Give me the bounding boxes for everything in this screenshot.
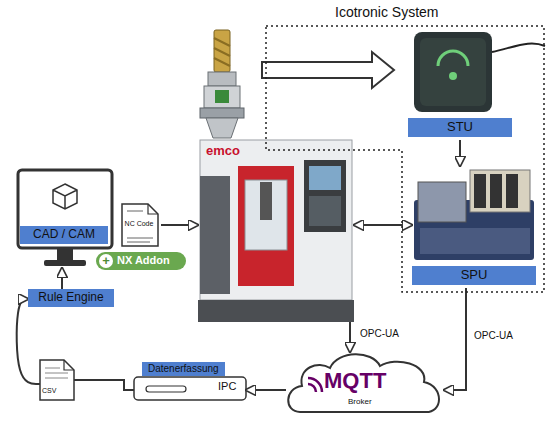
flow-arrow — [444, 288, 466, 390]
text-lines — [45, 368, 68, 378]
io-module — [470, 170, 530, 212]
drive-slot — [146, 386, 186, 392]
broker-logo: MQTT — [324, 368, 386, 393]
document-page — [40, 360, 74, 400]
terminal-block — [490, 174, 502, 208]
stu-device — [414, 32, 545, 112]
page-fold — [64, 360, 74, 370]
header-label: Datenerfassung — [142, 362, 225, 376]
machine-door — [238, 166, 294, 286]
file-label: CSV — [42, 387, 56, 395]
cloud-outline — [288, 354, 439, 412]
block-arrow — [262, 52, 394, 88]
flow-arrow — [61, 268, 63, 289]
spindle — [260, 182, 272, 220]
boundary-outline — [264, 4, 546, 294]
device-lid — [420, 38, 486, 106]
monitor-screen — [18, 170, 112, 248]
module-front — [420, 228, 530, 254]
system-boundary: Icotronic SystemSTU SPU — [264, 4, 546, 294]
spu-device — [414, 170, 534, 260]
node-label: Broker — [348, 397, 372, 406]
mqtt-logo — [308, 378, 322, 392]
brand-logo: emco — [206, 144, 240, 159]
door-window — [245, 180, 287, 250]
sensor-transmitter-unit: STU — [408, 30, 515, 140]
unit-label: Rule Engine — [28, 289, 114, 307]
unit-label: SPU — [412, 266, 536, 285]
monitor-picture — [18, 170, 112, 266]
end-mill — [214, 30, 230, 72]
milling-machine: emco — [198, 138, 354, 322]
holder-flange — [200, 108, 244, 118]
plus-icon: + — [99, 254, 113, 268]
flow-arrow — [74, 380, 134, 390]
protocol-label: OPC-UA — [358, 328, 401, 340]
holder-taper — [206, 118, 238, 138]
side-panel — [200, 176, 230, 294]
flow-arrow — [354, 224, 412, 226]
terminal-block — [506, 174, 518, 208]
control-keys — [309, 196, 341, 226]
broker-cloud — [288, 354, 439, 412]
control-screen — [309, 166, 341, 190]
data-acquisition-ipc: DatenerfassungIPC — [134, 362, 246, 400]
cpu-module — [418, 182, 466, 222]
unit-label: STU — [408, 118, 512, 137]
terminal-block — [474, 174, 486, 208]
csv-document — [40, 360, 74, 400]
flute — [214, 38, 230, 66]
node-label: IPC — [218, 380, 236, 393]
protocol-label: OPC-UA — [472, 330, 515, 342]
ipc-box — [134, 377, 246, 400]
collet-nut — [208, 72, 236, 86]
node-label: Icotronic System — [335, 4, 438, 20]
ipc-device — [134, 377, 246, 400]
monitor-foot — [44, 260, 86, 266]
file-label: NC Code — [120, 220, 158, 228]
rule-engine: Rule Engine — [28, 289, 117, 309]
device-housing — [414, 32, 492, 112]
signal-processing-unit: SPU — [412, 166, 539, 288]
csv-file: CSV — [40, 360, 74, 400]
unit-label: CAD / CAM — [20, 226, 108, 244]
tool-holder — [200, 30, 244, 138]
cable — [492, 44, 545, 52]
machine-cabinet — [200, 140, 352, 300]
cube-icon — [53, 184, 77, 209]
dotted-boundary — [266, 26, 544, 292]
monitor-stand — [57, 249, 73, 260]
flow-arrow — [349, 322, 351, 352]
flow-arrow — [161, 224, 198, 226]
node-label: NX Addon — [117, 254, 170, 267]
flow-arrow — [246, 389, 286, 391]
logo-dot — [449, 72, 457, 80]
logo-arc — [438, 51, 468, 66]
holder-body — [204, 86, 240, 108]
page-fold — [148, 204, 158, 214]
flow-arrow — [17, 299, 40, 384]
milling-machine-picture — [198, 140, 354, 322]
flow-arrow — [459, 140, 461, 166]
sensor-chip — [215, 90, 229, 103]
machine-base — [198, 300, 354, 322]
addon-badge: + NX Addon — [96, 252, 186, 270]
mqtt-broker: MQTT Broker — [286, 352, 444, 418]
control-panel — [304, 160, 346, 232]
nc-code-file: NC Code — [120, 204, 161, 246]
